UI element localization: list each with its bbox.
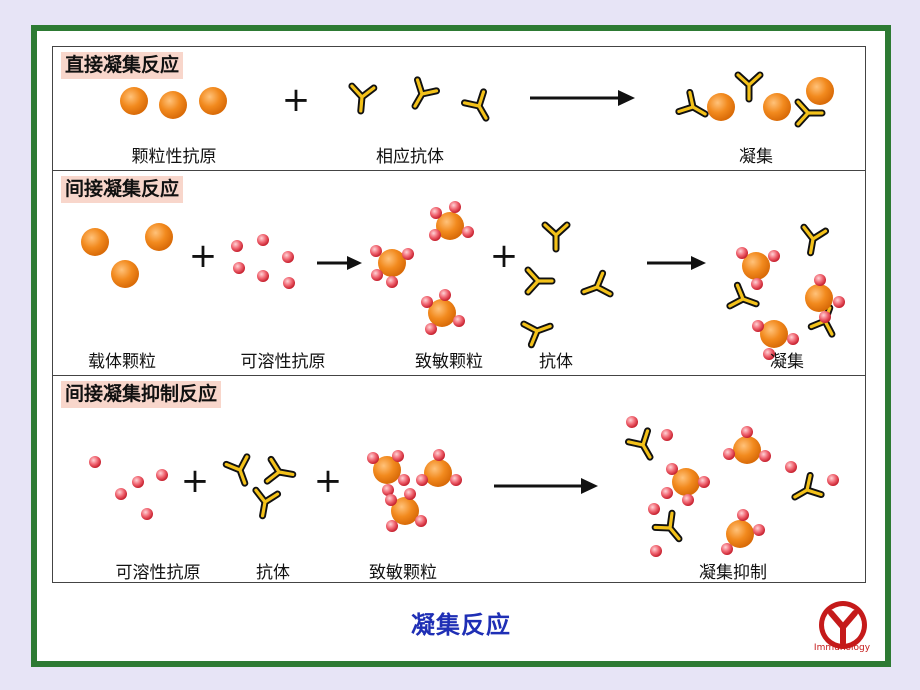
- label-agglutination: 凝集: [770, 352, 804, 372]
- plus-sign: +: [490, 236, 519, 276]
- soluble-antigen: [233, 262, 245, 274]
- plus-sign: +: [282, 80, 311, 120]
- antibody-icon: [252, 490, 278, 517]
- antibody-icon: [580, 273, 610, 302]
- panel-title: 间接凝集反应: [61, 176, 184, 203]
- antibody-icon: [226, 457, 255, 487]
- logo-text: Immunology: [813, 643, 871, 653]
- sensitized-particle: [429, 201, 474, 241]
- panel-direct-agglutination: 直接凝集反应 +: [52, 46, 866, 171]
- particulate-antigen: [120, 87, 148, 115]
- soluble-antigen: [115, 488, 127, 500]
- antibody-icon: [800, 227, 826, 254]
- particulate-antigen: [806, 77, 834, 105]
- antibody-icon: [267, 459, 294, 485]
- agglutination-inhibition-illustration: + +: [89, 416, 839, 557]
- soluble-antigen: [648, 503, 660, 515]
- carrier-particle: [111, 260, 139, 288]
- antibody-icon: [738, 75, 760, 99]
- soluble-antigen: [282, 251, 294, 263]
- sensitized-particle: [661, 463, 710, 506]
- slide-title: 凝集反应: [411, 611, 511, 639]
- particulate-antigen: [763, 93, 791, 121]
- particulate-antigen: [199, 87, 227, 115]
- antibody-icon: [350, 86, 374, 112]
- panel-title: 间接凝集抑制反应: [61, 381, 222, 408]
- immunology-logo: [819, 601, 867, 649]
- label-carrier-particle: 载体颗粒: [88, 352, 156, 372]
- arrowhead: [691, 256, 706, 270]
- antibody-icon: [655, 513, 687, 546]
- sensitized-particle: [385, 488, 427, 532]
- soluble-antigen: [785, 461, 797, 473]
- soluble-antigen: [141, 508, 153, 520]
- label-antibody: 抗体: [256, 563, 290, 583]
- label-sensitized-particle: 致敏颗粒: [415, 352, 483, 372]
- soluble-antigen: [827, 474, 839, 486]
- particulate-antigen: [159, 91, 187, 119]
- sensitized-particle: [805, 274, 845, 323]
- antibody-icon: [528, 270, 552, 292]
- plus-sign: +: [189, 236, 218, 276]
- soluble-antigen: [231, 240, 243, 252]
- label-soluble-antigen: 可溶性抗原: [240, 352, 326, 372]
- label-agglutination-inhibition: 凝集抑制: [699, 563, 767, 583]
- arrowhead: [618, 90, 635, 106]
- sensitized-particle: [421, 289, 465, 335]
- carrier-particle: [145, 223, 173, 251]
- antibody-icon: [405, 80, 436, 112]
- direct-agglutination-illustration: +: [120, 47, 834, 171]
- sensitized-particle: [752, 320, 799, 360]
- panel-indirect-agglutination: 间接凝集反应 +: [52, 170, 866, 376]
- antibody-icon: [524, 316, 554, 345]
- soluble-antigen: [257, 234, 269, 246]
- soluble-antigen: [650, 545, 662, 557]
- indirect-agglutination-illustration: +: [81, 201, 845, 360]
- plus-sign: +: [314, 461, 343, 501]
- carrier-particle: [81, 228, 109, 256]
- label-antibody: 抗体: [539, 352, 573, 372]
- antibody-icon: [545, 225, 567, 249]
- sensitized-particle: [367, 450, 410, 496]
- antibody-icon: [464, 92, 495, 124]
- soluble-antigen: [283, 277, 295, 289]
- soluble-antigen: [156, 469, 168, 481]
- label-particulate-antigen: 颗粒性抗原: [131, 147, 217, 167]
- antibody-icon: [798, 102, 822, 124]
- soluble-antigen: [132, 476, 144, 488]
- label-antibody: 相应抗体: [376, 147, 444, 167]
- label-agglutination: 凝集: [739, 147, 773, 167]
- arrowhead: [347, 256, 362, 270]
- antibody-icon: [789, 475, 821, 506]
- soluble-antigen: [626, 416, 638, 428]
- soluble-antigen: [89, 456, 101, 468]
- soluble-antigen: [257, 270, 269, 282]
- arrowhead: [581, 478, 598, 494]
- sensitized-particle: [370, 245, 414, 288]
- soluble-antigen: [661, 429, 673, 441]
- particulate-antigen: [707, 93, 735, 121]
- sensitized-particle: [721, 509, 765, 555]
- plus-sign: +: [181, 461, 210, 501]
- label-soluble-antigen: 可溶性抗原: [115, 563, 201, 583]
- panel-agglutination-inhibition: 间接凝集抑制反应 + +: [52, 375, 866, 583]
- sensitized-particle: [416, 449, 462, 487]
- antibody-icon: [628, 431, 659, 463]
- panel-title: 直接凝集反应: [61, 52, 184, 79]
- slide-frame: 直接凝集反应 +: [31, 25, 891, 667]
- sensitized-particle: [736, 247, 780, 290]
- label-sensitized-particle: 致敏颗粒: [369, 563, 437, 583]
- antibody-icon: [679, 92, 711, 123]
- sensitized-particle: [723, 426, 771, 464]
